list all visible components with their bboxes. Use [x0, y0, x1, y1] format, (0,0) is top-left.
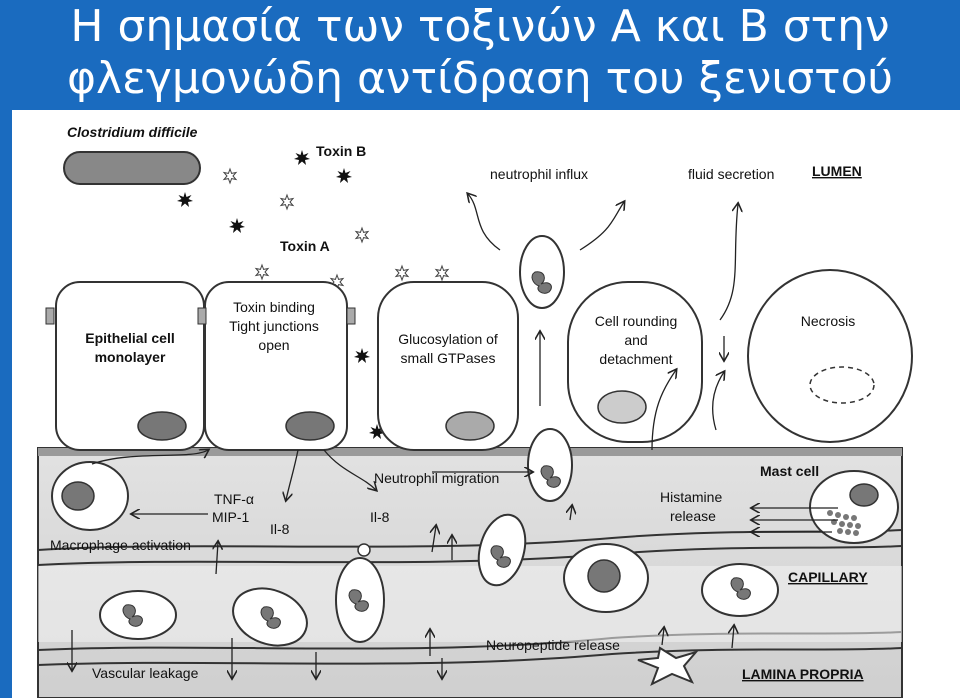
neutrophil-influx-label: neutrophil influx	[490, 166, 588, 182]
toxin-b-icon	[294, 150, 310, 165]
blood-cell-nucleus	[587, 559, 621, 593]
neutrophil	[527, 428, 573, 502]
slide-header: Η σημασία των τοξινών Α και Β στην φλεγμ…	[0, 0, 960, 110]
mip-label: MIP-1	[212, 509, 250, 525]
tight-junction	[45, 307, 55, 325]
macrophage-activation-label: Macrophage activation	[50, 537, 191, 553]
cell-nucleus	[445, 411, 495, 441]
cell-rounding-label-1: Cell rounding	[595, 313, 678, 329]
fluid-secretion-label: fluid secretion	[688, 166, 774, 182]
histamine-label-1: Histamine	[660, 489, 722, 505]
lumen-label: LUMEN	[812, 163, 862, 179]
lamina-propria-label: LAMINA PROPRIA	[742, 666, 864, 682]
histamine-label-2: release	[670, 508, 716, 524]
neuron-icon	[637, 646, 699, 687]
cell-nucleus	[137, 411, 187, 441]
tight-junction	[346, 307, 356, 325]
epithelial-cell-2	[204, 281, 348, 451]
bacterium-icon	[63, 151, 201, 185]
cell-rounding-label-2: and	[624, 332, 647, 348]
il8-label-left: Il-8	[270, 521, 290, 537]
toxin-b-icon	[336, 168, 352, 183]
toxin-binding-label-3: open	[258, 337, 289, 353]
capillary-wall-bottom-inner	[37, 647, 903, 666]
glucosylation-label-2: small GTPases	[401, 350, 496, 366]
neutrophil	[519, 235, 565, 309]
neutrophil-migration-label: Neutrophil migration	[374, 470, 499, 486]
diagram-panel: Clostridium difficile Toxin B Toxin A ne…	[12, 110, 960, 698]
mast-cell-granules	[827, 510, 861, 536]
toxin-b-icon	[354, 348, 370, 363]
epithelial-cell-3	[377, 281, 519, 451]
toxin-a-icon	[255, 264, 269, 280]
neutrophil-pseudopod	[357, 543, 371, 557]
toxin-a-icon	[435, 265, 449, 281]
epithelial-cell-label-2: monolayer	[95, 349, 166, 365]
cell-nucleus	[285, 411, 335, 441]
toxin-binding-label-2: Tight junctions	[229, 318, 319, 334]
mast-cell-nucleus	[849, 483, 879, 507]
slide-title-line-1: Η σημασία των τοξινών Α και Β στην	[70, 1, 890, 52]
toxin-b-icon	[177, 192, 193, 207]
toxin-a-icon	[223, 168, 237, 184]
organism-label: Clostridium difficile	[67, 124, 198, 140]
toxin-a-icon	[395, 265, 409, 281]
toxin-b-icon	[229, 218, 245, 233]
macrophage-nucleus	[61, 481, 95, 511]
vascular-leakage-label: Vascular leakage	[92, 665, 199, 681]
blood-cell	[99, 590, 177, 640]
toxin-pathogenesis-diagram: Clostridium difficile Toxin B Toxin A ne…	[37, 124, 913, 698]
basement-membrane	[38, 448, 902, 456]
toxin-b-label: Toxin B	[316, 143, 366, 159]
necrosis-label: Necrosis	[801, 313, 855, 329]
toxin-a-icon	[355, 227, 369, 243]
mast-cell-label: Mast cell	[760, 463, 819, 479]
cell-rounding-label-3: detachment	[599, 351, 672, 367]
tight-junction	[197, 307, 207, 325]
toxin-a-label: Toxin A	[280, 238, 330, 254]
capillary-wall-top-inner	[37, 545, 903, 566]
arrows	[72, 194, 838, 678]
neuropeptide-release-label: Neuropeptide release	[486, 637, 620, 653]
toxin-a-icon	[280, 194, 294, 210]
il8-label-center: Il-8	[370, 509, 390, 525]
capillary-label: CAPILLARY	[788, 569, 868, 585]
necrotic-nucleus	[809, 366, 875, 404]
cell-nucleus	[597, 390, 647, 424]
tnf-label: TNF-α	[214, 491, 254, 507]
necrotic-cell	[747, 269, 913, 443]
slide-title-line-2: φλεγμονώδη αντίδραση του ξενιστού	[67, 53, 893, 104]
toxin-binding-label-1: Toxin binding	[233, 299, 315, 315]
glucosylation-label-1: Glucosylation of	[398, 331, 498, 347]
epithelial-cell-label-1: Epithelial cell	[85, 330, 174, 346]
